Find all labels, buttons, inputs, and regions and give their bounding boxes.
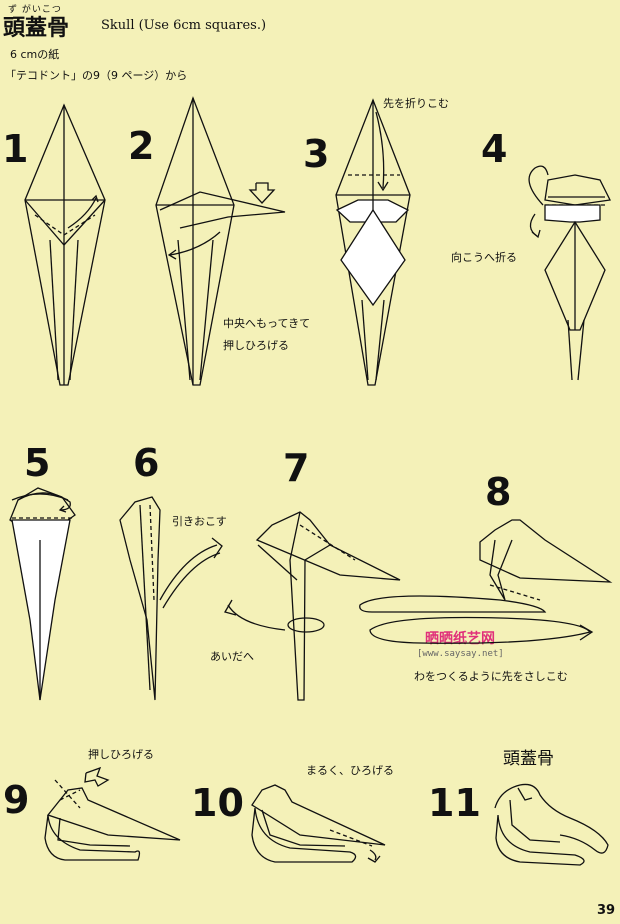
diagram-step-8 (360, 520, 610, 643)
diagram-step-5 (10, 488, 75, 700)
diagram-step-3 (336, 100, 410, 385)
diagram-step-7 (225, 512, 400, 700)
diagram-step-6 (120, 497, 222, 700)
diagram-step-11 (495, 784, 608, 865)
diagram-step-10 (252, 785, 385, 862)
diagram-step-4 (529, 166, 610, 380)
diagram-step-9 (45, 768, 180, 860)
diagram-step-1 (25, 105, 105, 385)
diagram-step-2 (156, 98, 285, 385)
